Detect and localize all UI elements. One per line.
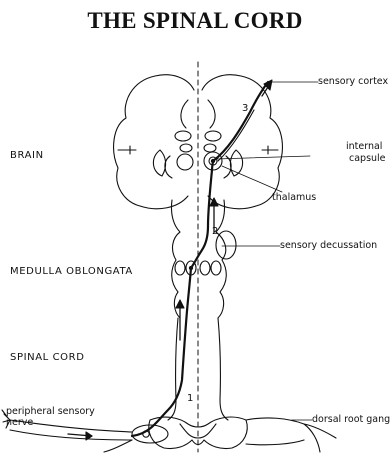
medulla-nucleus-right-outer [211,261,221,275]
label-thalamus: thalamus [272,192,316,203]
right-hemisphere-outline [202,75,282,209]
right-ventricle-top [205,131,221,141]
left-sulcus [118,146,136,154]
arrow-up-spinal-head [176,300,184,308]
pathway-number-3: 3 [242,103,248,114]
spinal-cord-right-outline [218,318,228,420]
right-ventricle-mid [204,144,216,152]
left-ventricle-mid [180,144,192,152]
label-capsule: capsule [349,153,386,164]
right-nerve-fibers [246,424,336,452]
brainstem-left-outline [171,200,180,318]
sensory-pathway-first-order [132,268,191,436]
left-nerve-fibers-low [104,440,132,452]
pons-bulge-right [216,231,236,259]
leader-thalamus [222,166,282,192]
sensory-pathway-third-order [213,82,268,161]
right-inner-curve [208,100,215,128]
label-dorsal-root-ganglion: dorsal root ganglion [312,414,390,425]
label-sensory-decussation: sensory decussation [280,240,377,251]
region-label-medulla: MEDULLA OBLONGATA [10,266,133,277]
arrow-up-cortex-head [264,80,272,90]
thalamus-left [177,154,193,170]
right-sulcus [262,146,278,154]
left-putamen [165,156,172,178]
left-basal [153,150,165,176]
leader-internal-capsule [216,156,310,159]
pathway-number-1: 1 [187,393,193,404]
left-ventricle-top [175,131,191,141]
medulla-nucleus-right-inner [200,261,210,275]
label-sensory-cortex: sensory cortex [318,76,388,87]
label-peripheral-sensory: peripheral sensory [6,406,95,417]
label-nerve: nerve [6,417,33,428]
right-dorsal-root [246,418,304,424]
label-internal: internal [346,141,382,152]
left-inner-curve [181,100,188,128]
region-label-brain: BRAIN [10,150,44,161]
medulla-nucleus-left-outer [175,261,185,275]
sensory-pathway-second-order [191,161,213,268]
region-label-spinal-cord: SPINAL CORD [10,352,85,363]
left-hemisphere-outline [114,75,194,209]
pathway-number-2: 2 [212,226,218,237]
